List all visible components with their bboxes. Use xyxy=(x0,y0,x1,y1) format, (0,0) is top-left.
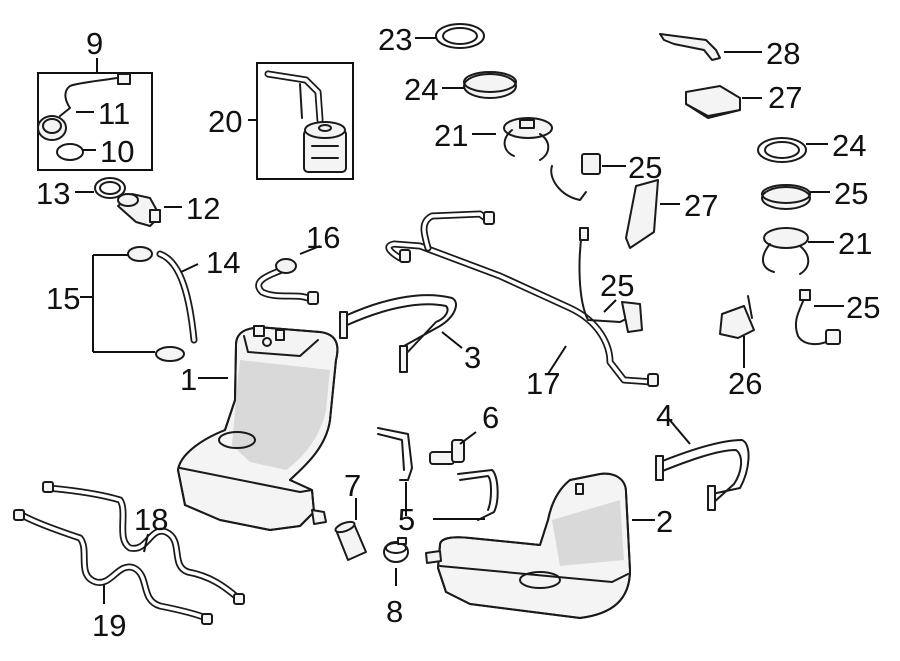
callout-23a: 24 xyxy=(404,72,438,107)
callout-1: 1 xyxy=(180,362,197,397)
clamp-8 xyxy=(383,537,409,563)
line-17 xyxy=(385,210,659,387)
fuel-pump-20 xyxy=(264,70,347,173)
callout-6: 6 xyxy=(482,400,499,435)
harness-24b-25b xyxy=(719,289,841,346)
callout-22b: 24 xyxy=(832,128,866,163)
callout-16: 16 xyxy=(306,220,340,255)
callout-25b: 26 xyxy=(728,366,762,401)
module-27-28 xyxy=(659,33,741,119)
callout-3: 3 xyxy=(464,340,481,375)
box-9 xyxy=(37,72,153,171)
bracket-5b xyxy=(457,469,499,521)
callout-labels: 9 11 10 13 12 14 15 16 1 20 23 24 21 25 … xyxy=(36,22,880,643)
valve-6 xyxy=(429,439,465,465)
cap-assembly xyxy=(37,73,131,161)
tank-strap-3 xyxy=(344,294,457,357)
callout-18: 18 xyxy=(134,502,168,537)
callout-20: 20 xyxy=(208,104,242,139)
callout-15: 15 xyxy=(46,281,80,316)
callout-28: 28 xyxy=(766,36,800,71)
callout-9: 9 xyxy=(86,26,103,61)
harness-25-26 xyxy=(578,179,659,333)
callout-22a: 23 xyxy=(378,22,412,57)
clamps-15 xyxy=(127,246,185,362)
fuel-tank-left xyxy=(177,325,339,531)
callout-12: 12 xyxy=(186,191,220,226)
callout-2: 2 xyxy=(656,504,673,539)
callout-11: 11 xyxy=(98,96,130,131)
fuel-tank-right xyxy=(425,472,631,619)
callout-10: 10 xyxy=(100,134,134,169)
callout-24a: 25 xyxy=(628,150,662,185)
callout-4: 4 xyxy=(656,398,673,433)
callout-27: 27 xyxy=(768,80,802,115)
lines-18-19 xyxy=(13,481,245,625)
filler-neck-12 xyxy=(117,193,161,227)
callout-8: 8 xyxy=(386,594,403,629)
callout-23b: 25 xyxy=(834,176,868,211)
tank-strap-4 xyxy=(659,439,750,505)
callout-26: 27 xyxy=(684,188,718,223)
harness-24a xyxy=(550,153,601,201)
vent-16 xyxy=(255,258,319,305)
callout-5: 5 xyxy=(398,502,415,537)
rings-right xyxy=(757,137,811,275)
leader-lines xyxy=(75,37,844,604)
callout-17: 17 xyxy=(526,366,560,401)
callout-21b: 21 xyxy=(838,226,872,261)
callout-21a: 21 xyxy=(434,118,468,153)
rings-top-center xyxy=(435,23,553,161)
filter-7 xyxy=(334,520,367,561)
bracket-5a xyxy=(377,427,413,481)
seal-13 xyxy=(94,177,126,199)
callout-7: 7 xyxy=(344,468,361,503)
callout-19: 19 xyxy=(92,608,126,643)
callout-25a: 25 xyxy=(600,268,634,303)
callout-13: 13 xyxy=(36,176,70,211)
callout-14: 14 xyxy=(206,245,240,280)
callout-24b: 25 xyxy=(846,290,880,325)
